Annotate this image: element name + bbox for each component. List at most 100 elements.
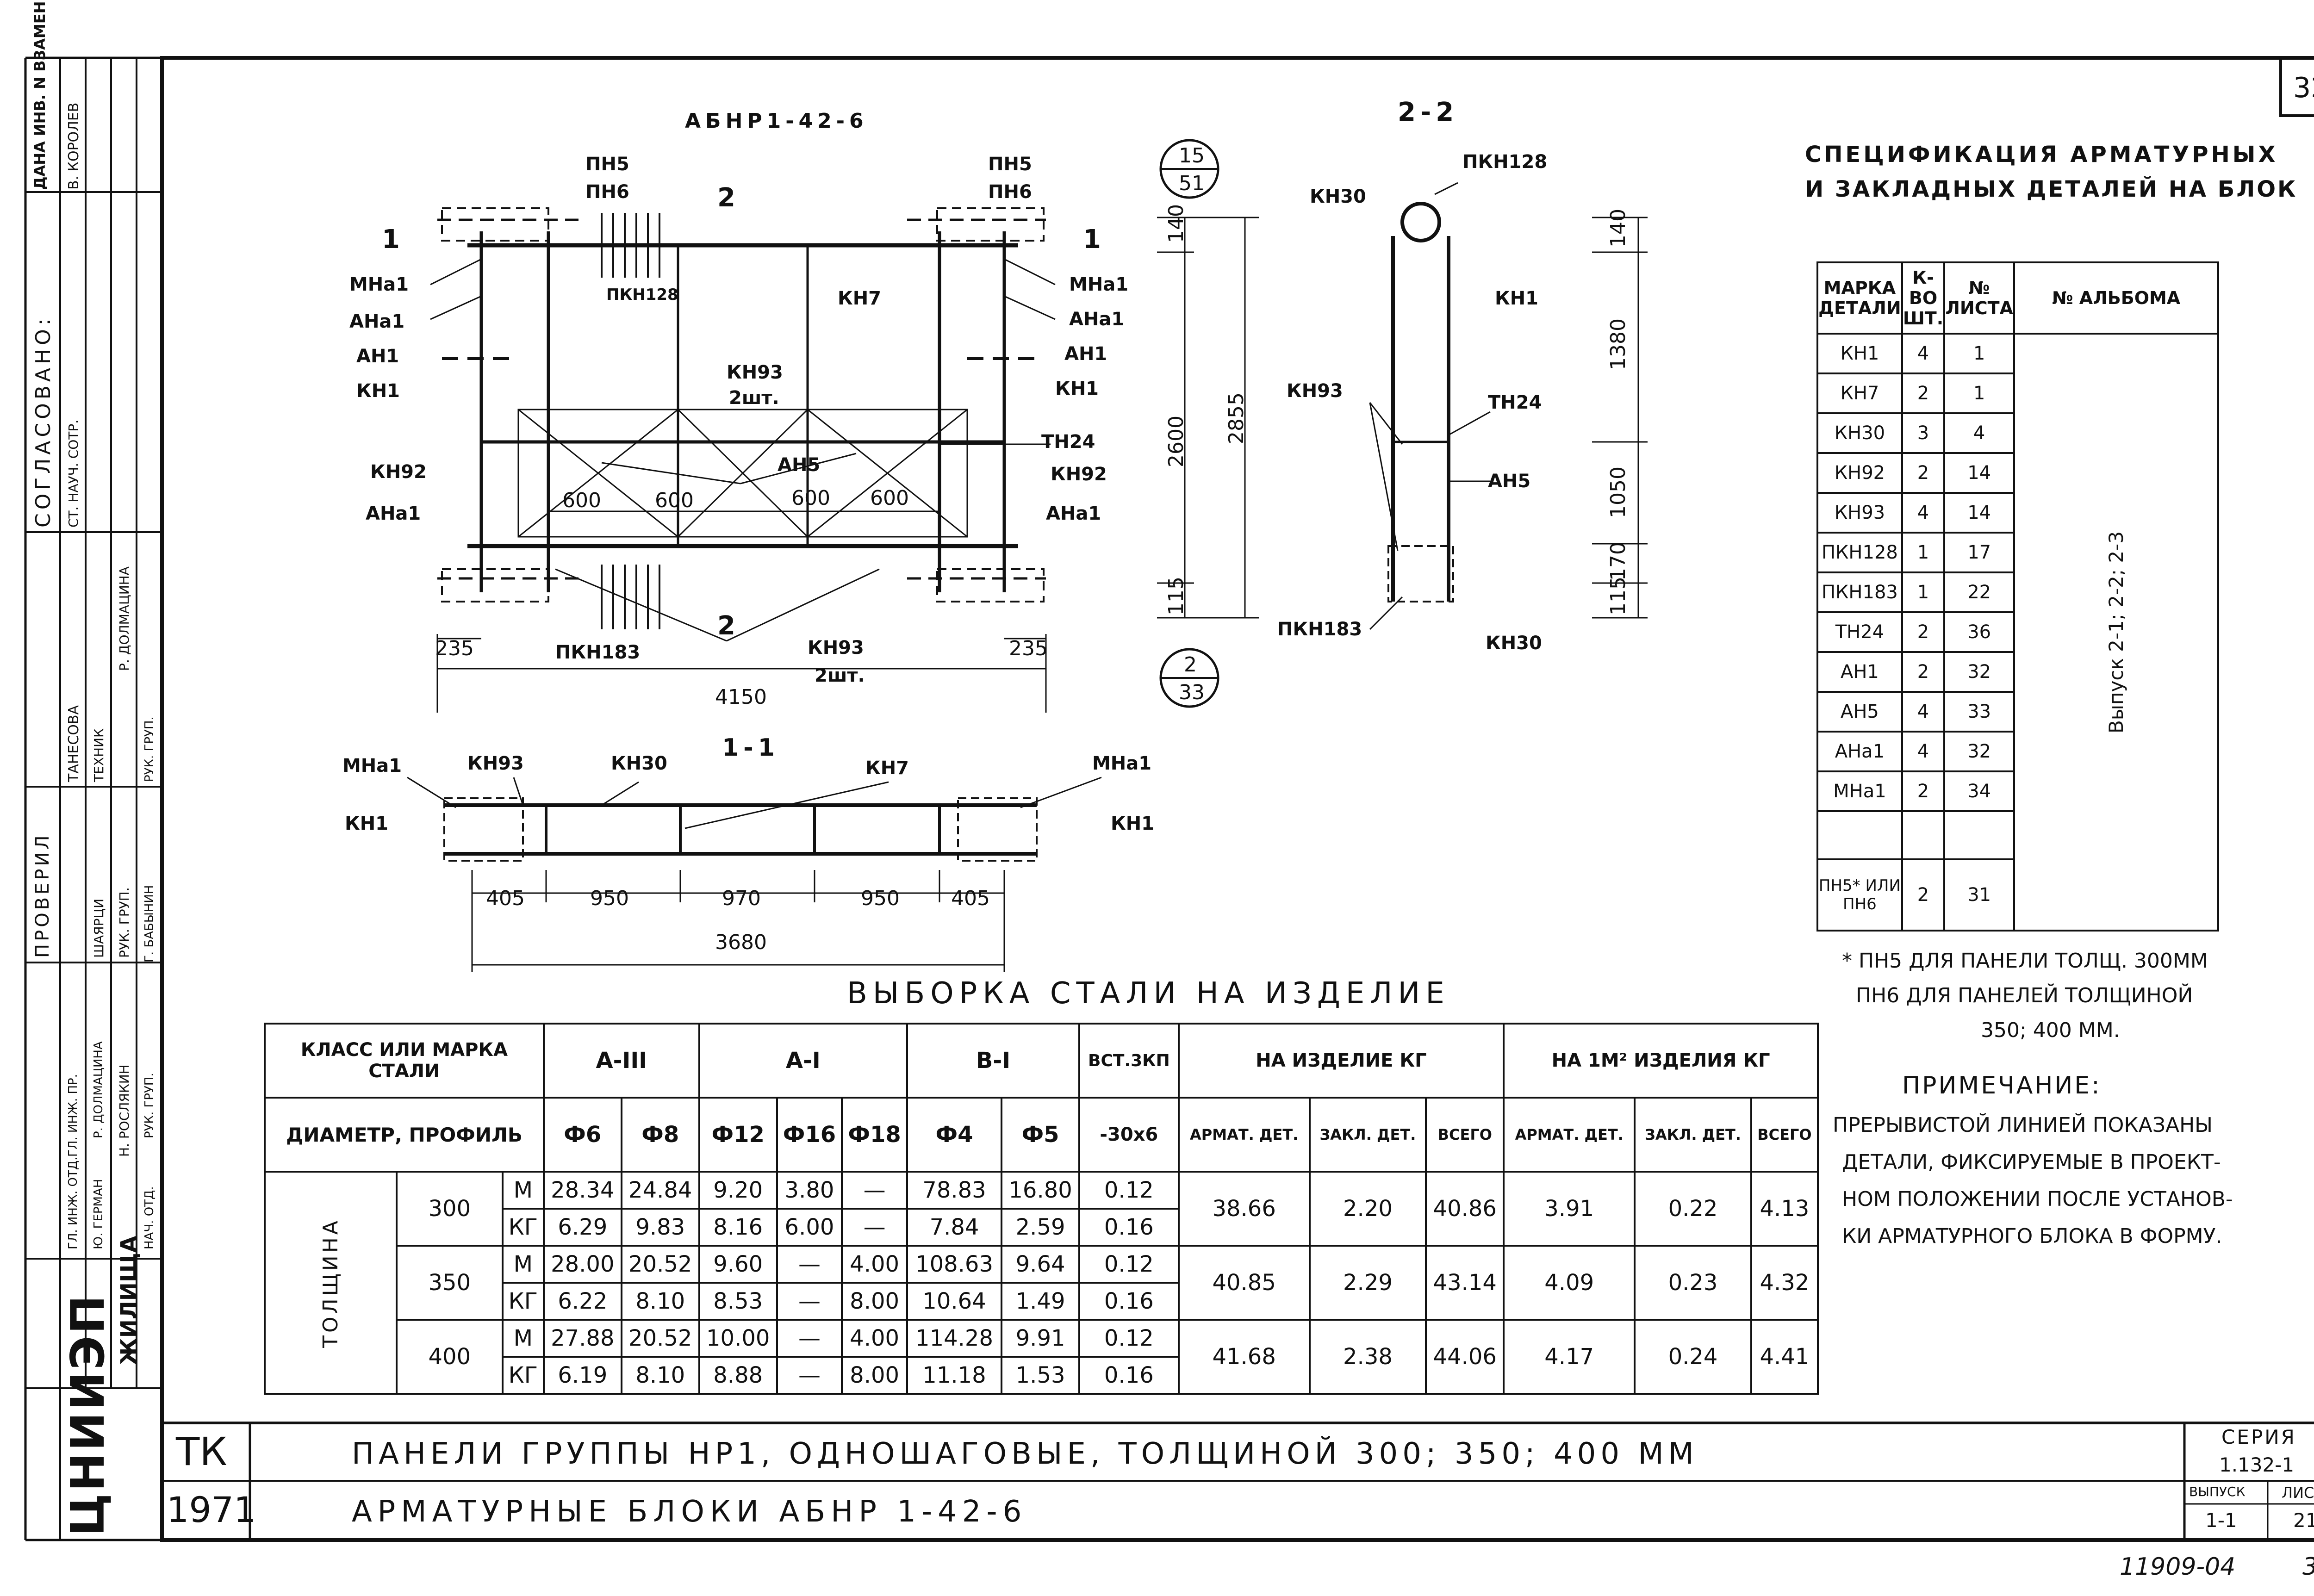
note-line-2: ДЕТАЛИ, ФИКСИРУЕМЫЕ В ПРОЕКТ- [1842, 1150, 2221, 1174]
steel-sub: ВСЕГО [1425, 1097, 1505, 1173]
dim-s22-1050: 1050 [1606, 466, 1630, 518]
dim-s11-405-left: 405 [486, 887, 525, 910]
label-pn6-left: ПН6 [585, 181, 629, 203]
label-an1-right: АН1 [1064, 343, 1107, 365]
label-tn24-s22: ТН24 [1488, 392, 1542, 413]
dim-s11-950-right: 950 [861, 887, 900, 910]
steel-diam: -30х6 [1078, 1097, 1180, 1173]
titleblock-line2: АРМАТУРНЫЕ БЛОКИ АБНР 1-42-6 [352, 1495, 1027, 1529]
titleblock-issue-label: ВЫПУСК [2189, 1484, 2246, 1499]
steel-class-a1: А-I [698, 1023, 908, 1099]
spec-header-sheet: № ЛИСТА [1943, 261, 2015, 335]
stamp-name-1: ТАНЕСОВА [66, 705, 82, 782]
steel-diam: Ф4 [906, 1097, 1003, 1173]
label-pkn183-s22: ПКН183 [1277, 619, 1362, 640]
spec-title-line2: И ЗАКЛАДНЫХ ДЕТАЛЕЙ НА БЛОК [1805, 176, 2298, 202]
stamp-role-5: ГЛ. ИНЖ. ПР. [66, 1074, 80, 1157]
stamp-name-6: Ю. ГЕРМАН [92, 1179, 106, 1249]
section22-title: 2-2 [1398, 97, 1459, 127]
sheet-number: 32 [2293, 72, 2314, 104]
titleblock-issue: 1-1 [2205, 1509, 2237, 1532]
label-an1-left: АН1 [356, 346, 399, 367]
cut-mark-1-left: 1 [382, 224, 400, 255]
titleblock-line1: ПАНЕЛИ ГРУППЫ НР1, ОДНОШАГОВЫЕ, ТОЛЩИНОЙ… [352, 1437, 1698, 1471]
note-line-3: НОМ ПОЛОЖЕНИИ ПОСЛЕ УСТАНОВ- [1842, 1187, 2233, 1211]
steel-table: КЛАСС ИЛИ МАРКА СТАЛИ А-III А-I В-I ВСТ.… [264, 1023, 1819, 1395]
dim-600-1: 600 [562, 489, 601, 512]
titleblock-sheet: 21 [2293, 1509, 2314, 1532]
stamp-role-3: НАЧ. ОТД. [143, 1186, 156, 1249]
dim-2855: 2855 [1225, 392, 1248, 444]
titleblock-series: 1.132-1 [2219, 1453, 2295, 1476]
label-kn30-s22-top: КН30 [1310, 186, 1366, 207]
titleblock-tk: ТК [176, 1429, 227, 1474]
bottom-page: 33 [2302, 1555, 2314, 1579]
dim-115: 115 [1164, 577, 1188, 615]
dim-4150: 4150 [715, 685, 767, 709]
steel-class-header: КЛАСС ИЛИ МАРКА СТАЛИ [264, 1023, 545, 1099]
spec-footnote-1: * ПН5 ДЛЯ ПАНЕЛИ ТОЛЩ. 300ММ [1842, 949, 2208, 973]
stamp-name-2: В. КОРОЛЕВ [66, 102, 82, 190]
steel-sub: АРМАТ. ДЕТ. [1177, 1097, 1311, 1173]
label-kn93-s11: КН93 [467, 753, 524, 774]
titleblock-year: 1971 [167, 1489, 256, 1530]
cut-mark-2-top: 2 [717, 183, 735, 213]
steel-diam: Ф18 [841, 1097, 908, 1173]
label-mna1-s11-right: МНа1 [1092, 753, 1152, 774]
stamp-org: ЖИЛИЩА [116, 1236, 142, 1365]
label-kn30-s11: КН30 [611, 753, 667, 774]
spec-album-cell: Выпуск 2-1; 2-2; 2-3 [2013, 333, 2219, 932]
label-an5-s22: АН5 [1488, 471, 1531, 492]
steel-diam: Ф6 [542, 1097, 622, 1173]
label-kn93-elev-bot: КН93 [808, 637, 864, 658]
spec-header-album: № АЛЬБОМА [2013, 261, 2219, 335]
steel-per-item: НА ИЗДЕЛИЕ КГ [1177, 1023, 1505, 1099]
steel-sub: ВСЕГО [1750, 1097, 1819, 1173]
label-ana1-left: АНа1 [349, 311, 405, 332]
dim-600-3: 600 [791, 486, 830, 510]
label-pkn128-s22: ПКН128 [1462, 151, 1548, 173]
label-kn1-left: КН1 [356, 380, 400, 402]
label-kn1-s22: КН1 [1495, 288, 1539, 309]
label-ana1-right: АНа1 [1069, 309, 1125, 330]
note-title: ПРИМЕЧАНИЕ: [1902, 1072, 2102, 1099]
dim-600-2: 600 [655, 489, 694, 512]
steel-sub: ЗАКЛ. ДЕТ. [1634, 1097, 1752, 1173]
cut-mark-1-right: 1 [1083, 224, 1101, 255]
dim-140: 140 [1164, 204, 1188, 243]
label-pn6-right: ПН6 [988, 181, 1032, 203]
steel-diam: Ф16 [776, 1097, 843, 1173]
stamp-name-4: Н. РОСЛЯКИН [117, 1064, 132, 1157]
stamp-name-3: Р. ДОЛМАЦИНА [117, 566, 132, 671]
label-kn7-s11: КН7 [865, 758, 909, 779]
steel-diam-header: ДИАМЕТР, ПРОФИЛЬ [264, 1097, 545, 1173]
steel-class-b1: В-I [906, 1023, 1081, 1099]
label-ana1-left-bot: АНа1 [366, 503, 421, 524]
note-line-1: ПРЕРЫВИСТОЙ ЛИНИЕЙ ПОКАЗАНЫ [1833, 1113, 2213, 1137]
label-mna1-s11-left: МНа1 [342, 755, 402, 776]
spec-footnote-3: 350; 400 ММ. [1981, 1018, 2120, 1042]
dim-2600: 2600 [1164, 416, 1188, 467]
stamp-role-2: РУК. ГРУП. [117, 887, 132, 958]
label-kn1-s11-left: КН1 [345, 813, 389, 834]
label-kn93-elev: КН93 [727, 362, 783, 383]
callout-bottom-den: 33 [1179, 681, 1205, 704]
dim-s11-405-right: 405 [951, 887, 990, 910]
callout-bottom-num: 2 [1184, 653, 1197, 677]
callout-top-den: 51 [1179, 172, 1205, 195]
steel-thickness-label: ТОЛЩИНА [264, 1171, 398, 1395]
label-pkn128-elev: ПКН128 [606, 286, 678, 304]
